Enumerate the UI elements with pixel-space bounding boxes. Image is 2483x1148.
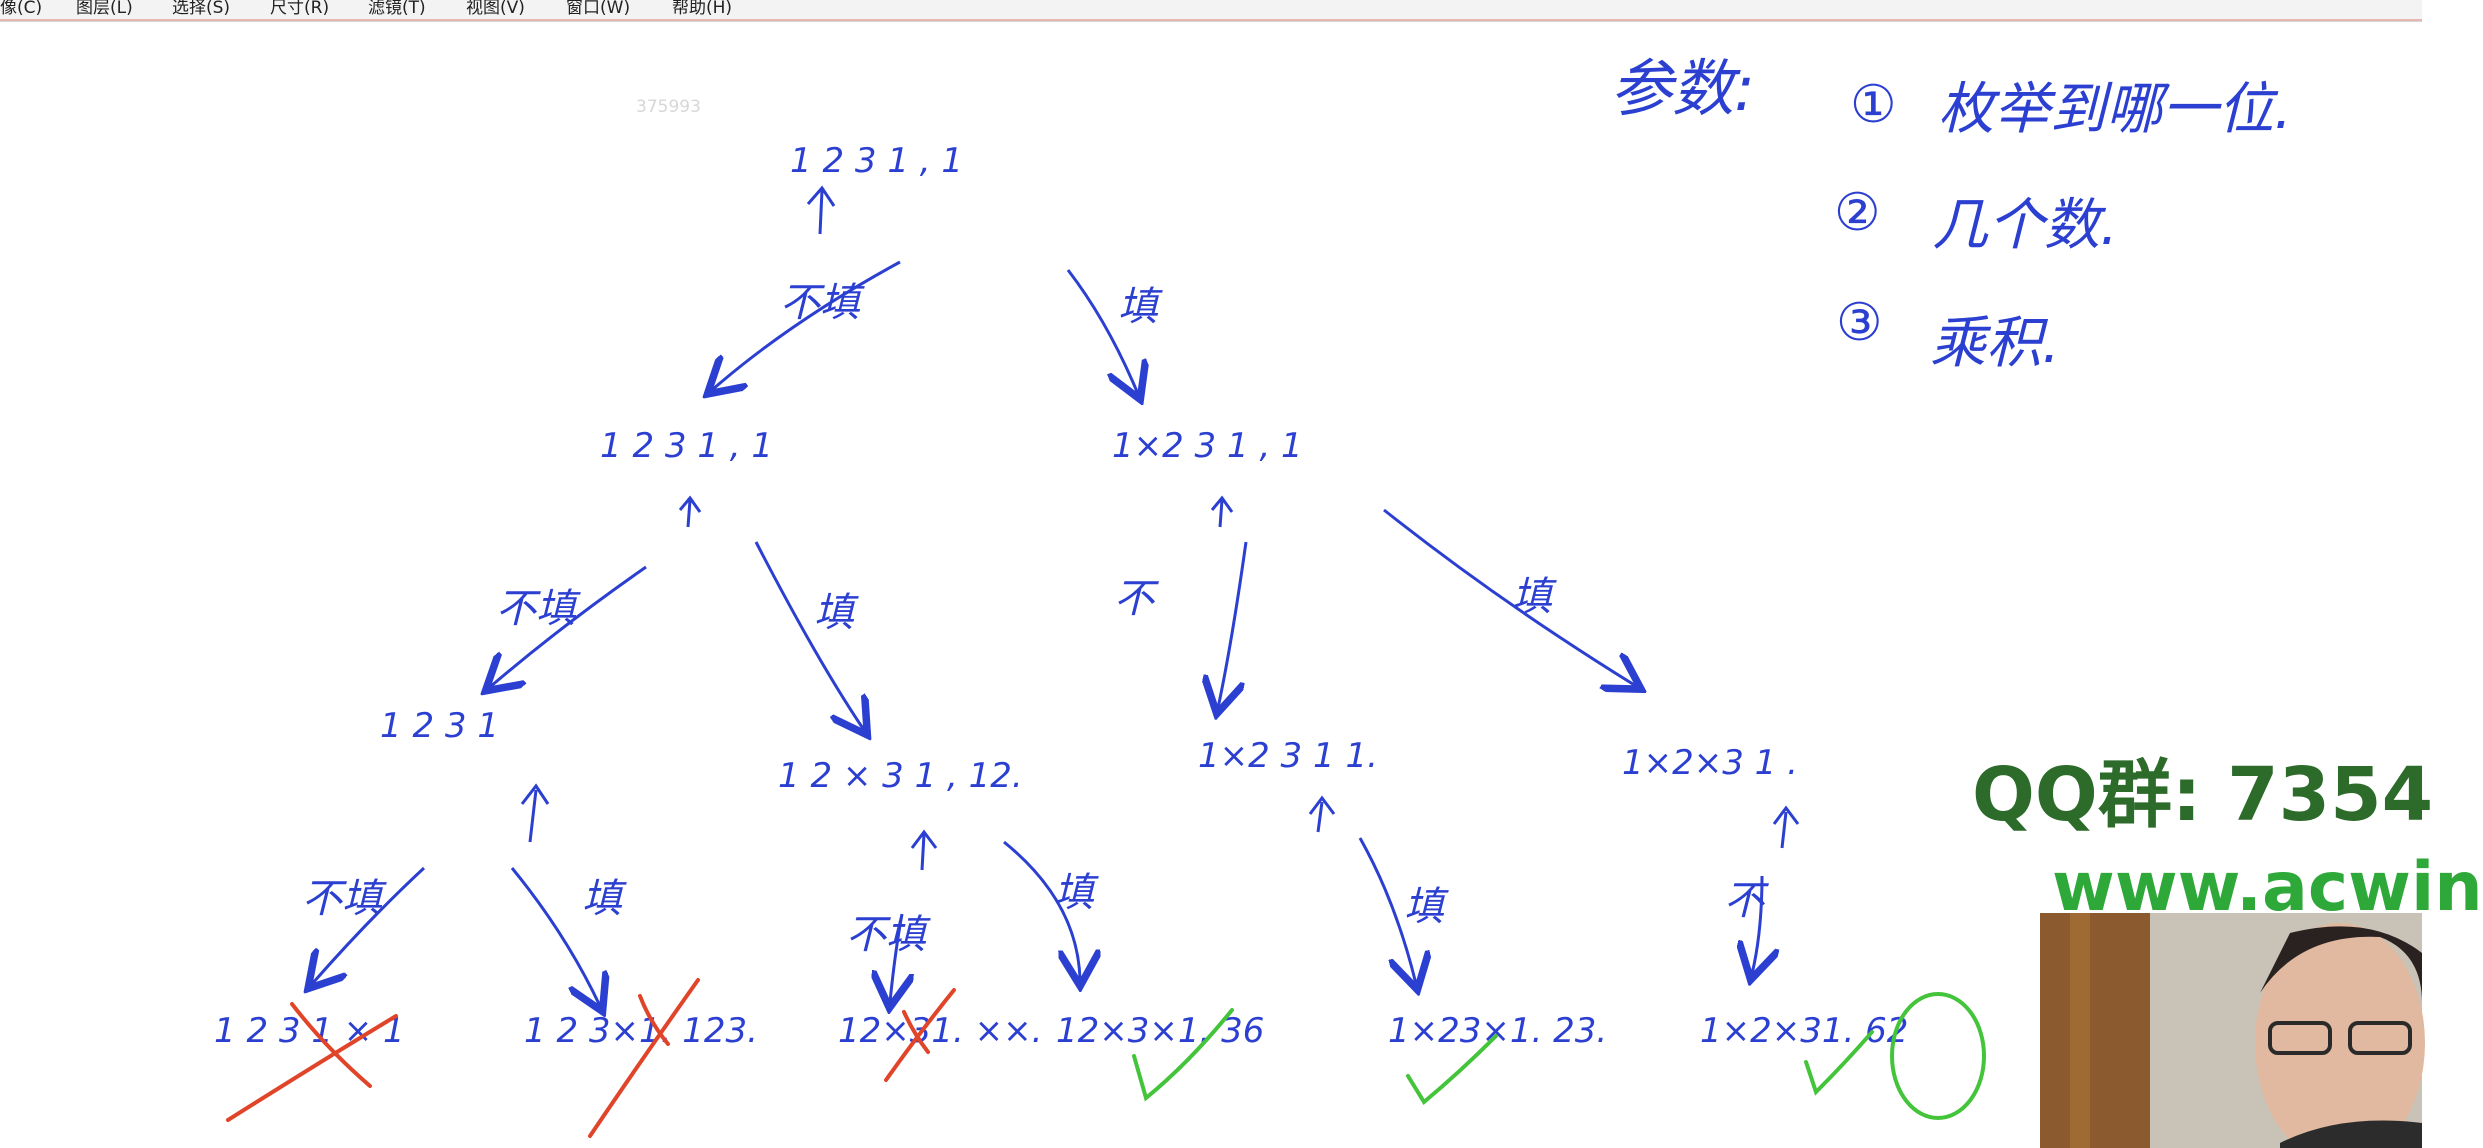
node-l2-a: 1 2 3 1 <box>380 706 499 746</box>
edge-c-down <box>1358 837 1416 984</box>
pointer-l2-a <box>520 783 550 843</box>
menu-item-filter[interactable]: 滤镜(T) <box>368 0 426 18</box>
check-green-2 <box>1406 1034 1498 1106</box>
door-frame <box>2040 913 2150 1148</box>
edge-d-down <box>1752 875 1762 974</box>
node-l2-c: 1×2 3 1 1. <box>1198 736 1378 776</box>
label-fill-l1r: 填 <box>1512 574 1557 620</box>
node-l1-left: 1 2 3 1 , 1 <box>600 426 773 466</box>
label-no-fill-l1l: 不填 <box>496 586 581 632</box>
webcam-overlay <box>2040 913 2425 1148</box>
note-item-3: 乘积. <box>1930 311 2060 376</box>
watermark-id: 375993 <box>636 97 701 117</box>
edge-b-right <box>1003 840 1080 980</box>
leaf-1: 1 2 3 1 × 1 <box>214 1011 405 1051</box>
circle-num-3: ③ <box>1836 293 1883 353</box>
node-l1-right: 1×2 3 1 , 1 <box>1112 426 1303 466</box>
node-root: 1 2 3 1 , 1 <box>790 141 963 181</box>
menu-item-view[interactable]: 视图(V) <box>466 0 525 18</box>
menu-item-help[interactable]: 帮助(H) <box>672 0 733 18</box>
menu-item-image[interactable]: 像(C) <box>0 0 43 18</box>
pointer-l2-c <box>1308 795 1336 833</box>
cross-red-1a <box>226 1014 398 1122</box>
leaf-4: 12×3×1. 36 <box>1056 1011 1264 1051</box>
menu-item-layer[interactable]: 图层(L) <box>76 0 133 18</box>
menu-divider <box>0 19 2422 21</box>
label-no-d: 不 <box>1724 878 1769 924</box>
cross-red-3b <box>902 1010 930 1054</box>
edge-a-left <box>312 866 426 984</box>
menu-item-size[interactable]: 尺寸(R) <box>270 0 330 18</box>
edge-l1r-left <box>1218 541 1248 708</box>
label-fill-l1l: 填 <box>814 590 859 636</box>
pointer-l2-d <box>1772 805 1800 849</box>
menu-item-select[interactable]: 选择(S) <box>172 0 231 18</box>
pointer-root <box>806 185 836 235</box>
edge-root-right <box>1066 269 1138 394</box>
edge-l1l-right <box>754 541 864 730</box>
circle-num-1: ① <box>1850 75 1897 135</box>
label-no-fill-b: 不填 <box>846 912 931 958</box>
edge-a-right <box>510 867 600 1006</box>
label-no-fill-root: 不填 <box>780 280 865 326</box>
leaf-3: 12×31. ××. <box>838 1011 1042 1051</box>
edge-b-left <box>890 913 902 1002</box>
check-green-3 <box>1804 1030 1874 1096</box>
circle-num-2: ② <box>1834 183 1881 243</box>
label-no-fill-a: 不填 <box>302 876 387 922</box>
leaf-6: 1×2×31. 62 <box>1700 1011 1908 1051</box>
node-l2-b: 1 2 × 3 1 , 12. <box>778 756 1023 796</box>
circle-green-answer <box>1890 992 1986 1120</box>
cross-red-3a <box>884 988 956 1082</box>
note-item-2: 几个数. <box>1932 193 2118 258</box>
pointer-l1-left <box>678 495 702 528</box>
menu-item-window[interactable]: 窗口(W) <box>566 0 631 18</box>
pointer-l2-b <box>910 829 938 871</box>
handwriting-layer: 参数: ① 枚举到哪一位. ② 几个数. ③ 乘积. 1 2 3 1 , 1 1… <box>214 52 2292 1138</box>
params-label: 参数: <box>1610 52 1755 125</box>
leaf-5: 1×23×1. 23. <box>1388 1011 1607 1051</box>
pointer-l1-right <box>1210 495 1234 528</box>
note-item-1: 枚举到哪一位. <box>1938 77 2292 142</box>
person-hair <box>2260 926 2422 1003</box>
label-no-l1r: 不 <box>1114 576 1159 622</box>
cross-red-2b <box>638 994 670 1046</box>
edge-l1r-right <box>1383 508 1636 686</box>
menu-bar: 像(C) 图层(L) 选择(S) 尺寸(R) 滤镜(T) 视图(V) 窗口(W)… <box>0 0 2422 22</box>
edge-l1l-left <box>490 565 647 687</box>
label-fill-b: 填 <box>1054 870 1099 916</box>
person-face <box>2255 923 2425 1148</box>
cross-red-2a <box>588 978 700 1138</box>
label-fill-root: 填 <box>1118 284 1163 330</box>
check-green-1 <box>1132 1008 1234 1102</box>
cross-red-1b <box>290 1002 372 1088</box>
label-fill-a: 填 <box>582 876 627 922</box>
label-fill-c: 填 <box>1404 884 1449 930</box>
qq-group-banner: QQ群: 7354 <box>1972 752 2434 838</box>
edge-root-left <box>712 260 901 390</box>
node-l2-d: 1×2×3 1 . <box>1622 743 1798 783</box>
leaf-2: 1 2 3×1. 123. <box>524 1011 758 1051</box>
